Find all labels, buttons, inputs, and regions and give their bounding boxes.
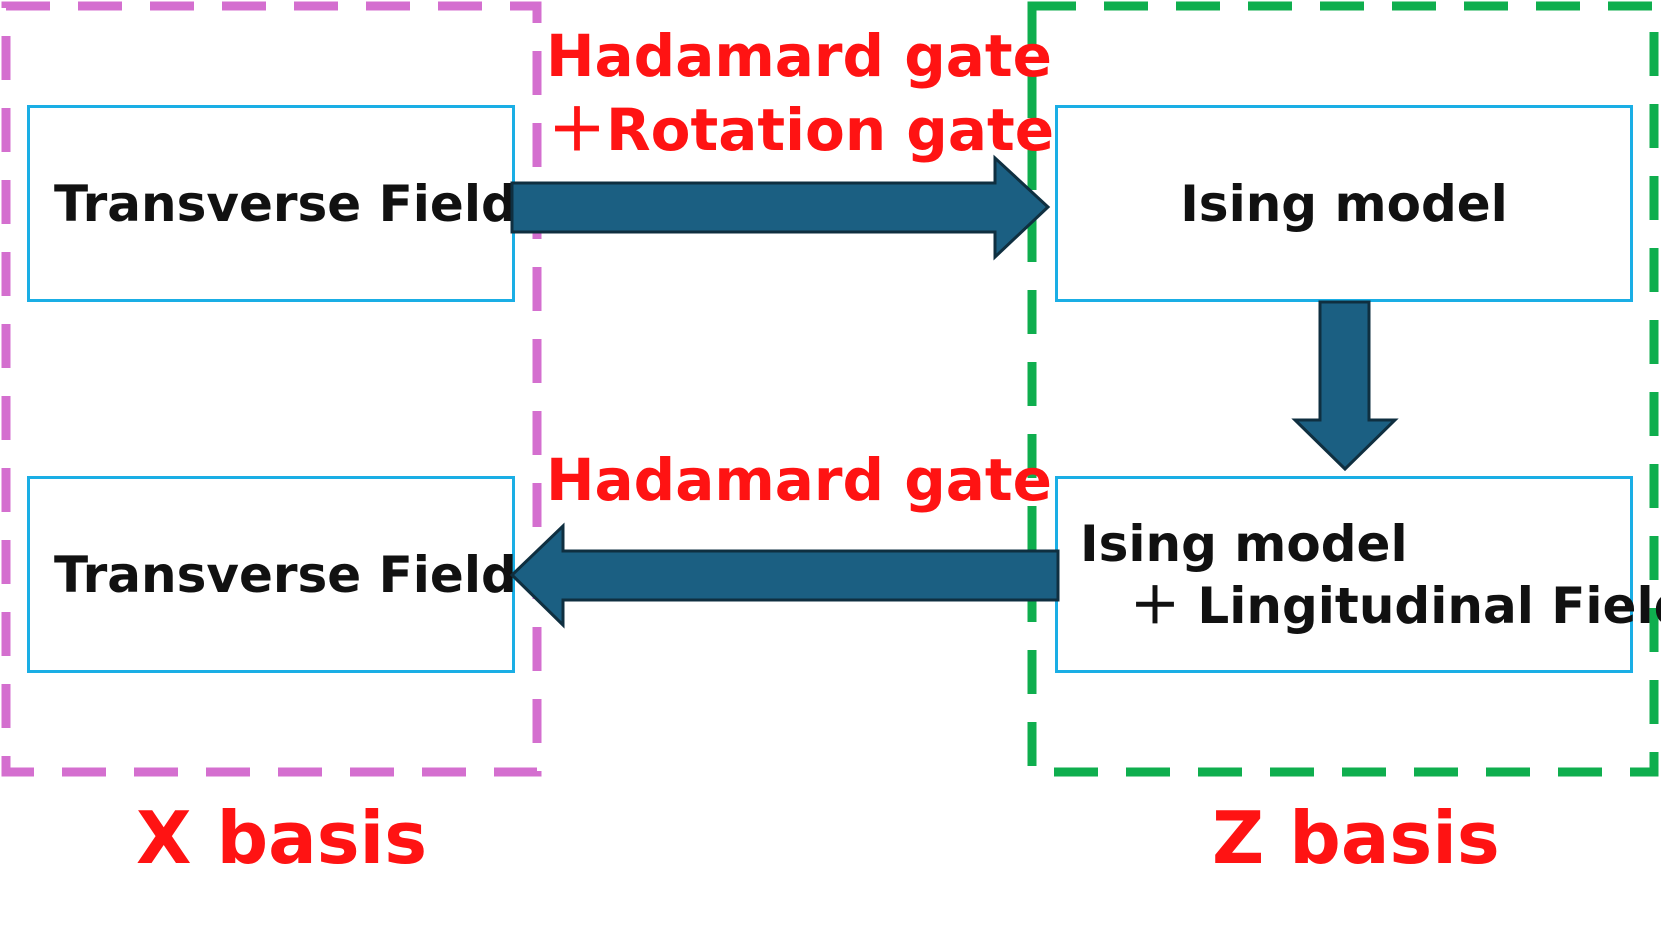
z-basis-label: Z basis (1212, 796, 1500, 880)
forward-gate-label-line2: ＋Rotation gate (548, 96, 1055, 164)
transverse-field-label-bottom: Transverse Field (54, 545, 517, 604)
backward-arrow (509, 522, 1060, 629)
x-basis-label: X basis (136, 796, 428, 880)
ising-model-box: Ising model (1055, 105, 1633, 302)
transverse-field-box-top: Transverse Field (27, 105, 517, 302)
down-arrow (1291, 300, 1399, 472)
transverse-field-label-top: Transverse Field (54, 174, 517, 233)
transverse-field-box-bottom: Transverse Field (27, 476, 517, 673)
ising-model-label: Ising model (1180, 174, 1508, 233)
backward-gate-label: Hadamard gate (546, 446, 1052, 514)
ising-longitudinal-line2: ＋ Lingitudinal Field (1080, 576, 1661, 635)
forward-arrow (510, 154, 1051, 261)
ising-longitudinal-line1: Ising model (1080, 514, 1408, 573)
forward-gate-label-line1: Hadamard gate (546, 22, 1052, 90)
ising-longitudinal-box: Ising model ＋ Lingitudinal Field (1055, 476, 1661, 673)
z-basis-region (1027, 1, 1659, 777)
